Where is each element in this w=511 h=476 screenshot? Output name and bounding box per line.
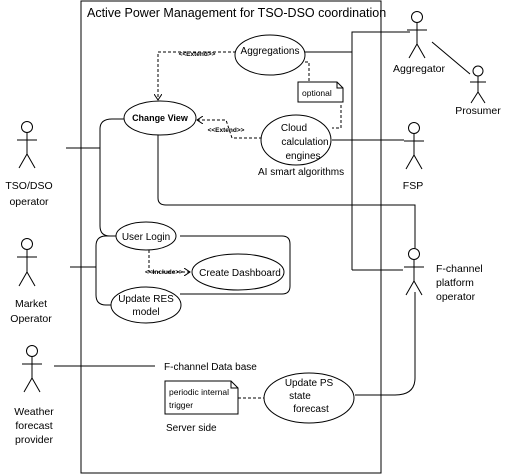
svg-text:TSO/DSO: TSO/DSO (5, 180, 52, 192)
svg-text:calculation: calculation (281, 137, 328, 148)
svg-text:operator: operator (436, 291, 476, 303)
note-optional: optional (297, 81, 344, 103)
use-case-update-res[interactable]: Update RES model (110, 286, 182, 324)
use-case-change-view[interactable]: Change View (123, 100, 197, 136)
line-fchannel-update-ps (355, 292, 416, 396)
svg-text:User Login: User Login (122, 232, 170, 243)
svg-text:Cloud: Cloud (281, 123, 307, 134)
dep-login-dashboard (148, 250, 190, 272)
svg-text:Update PS: Update PS (285, 378, 334, 389)
svg-text:trigger: trigger (169, 400, 193, 410)
connections (54, 31, 471, 396)
extend-label-aggregations: <<Extend>> (179, 51, 216, 58)
svg-text:FSP: FSP (403, 180, 423, 192)
dep-aggregations-changeview (158, 51, 236, 100)
svg-text:Update RES: Update RES (118, 294, 174, 305)
svg-text:forecast: forecast (15, 420, 52, 432)
actor-tso-dso-operator: TSO/DSO operator (5, 121, 53, 208)
svg-text:Prosumer: Prosumer (455, 105, 501, 117)
svg-text:Change View: Change View (132, 113, 189, 123)
note-periodic-trigger: periodic internal trigger (164, 380, 239, 415)
use-case-aggregations[interactable]: Aggregations (234, 34, 306, 76)
svg-text:provider: provider (15, 434, 53, 446)
dashed-connections (148, 51, 342, 399)
svg-text:state: state (289, 391, 311, 402)
ai-label: AI smart algorithms (258, 167, 344, 178)
dep-optional-cloud (332, 105, 342, 129)
extend-label-cloud: <<Extend>> (208, 127, 245, 134)
line-market-update-res (95, 267, 116, 306)
actor-market-operator: Market Operator (10, 238, 52, 325)
line-tso-user-login (99, 148, 118, 237)
svg-text:Aggregator: Aggregator (393, 63, 445, 75)
actor-fsp: FSP (403, 122, 424, 192)
svg-text:periodic internal: periodic internal (169, 387, 229, 397)
system-boundary (80, 0, 382, 474)
include-label-dashboard: <<Include>> (145, 269, 183, 276)
actor-weather-forecast-provider: Weather forecast provider (14, 345, 54, 446)
actor-prosumer: Prosumer (455, 65, 501, 117)
svg-text:F-channel: F-channel (436, 263, 483, 275)
svg-text:optional: optional (302, 88, 332, 98)
line-tso-change-view (99, 118, 124, 148)
svg-text:model: model (132, 307, 159, 318)
svg-text:Weather: Weather (14, 406, 54, 418)
use-case-cloud-engines[interactable]: Cloud calculation engines (260, 114, 332, 166)
use-case-update-ps[interactable]: Update PS state forecast (263, 372, 355, 424)
line-login-frame (180, 235, 291, 295)
line-market-user-login (95, 235, 118, 267)
svg-text:Aggregations: Aggregations (241, 46, 300, 57)
use-case-user-login[interactable]: User Login (115, 221, 177, 251)
use-case-create-dashboard[interactable]: Create Dashboard (191, 253, 285, 291)
svg-text:forecast: forecast (293, 404, 329, 415)
svg-text:Operator: Operator (10, 313, 52, 325)
svg-text:Create Dashboard: Create Dashboard (199, 268, 281, 279)
svg-text:engines: engines (285, 151, 320, 162)
svg-text:platform: platform (436, 277, 474, 289)
database-label: F-channel Data base (164, 362, 257, 373)
svg-text:operator: operator (9, 196, 49, 208)
svg-text:Market: Market (15, 298, 47, 310)
line-aggregator-prosumer (431, 41, 471, 75)
dep-cloud-changeview (197, 120, 262, 139)
line-changeview-fchannel (157, 133, 416, 248)
system-title: Active Power Management for TSO-DSO coor… (87, 6, 386, 20)
line-aggregator-aggregations (305, 31, 410, 53)
actor-fchannel-platform-operator: F-channel platform operator (404, 248, 483, 303)
server-side-label: Server side (166, 423, 217, 434)
actor-aggregator: Aggregator (393, 11, 445, 75)
